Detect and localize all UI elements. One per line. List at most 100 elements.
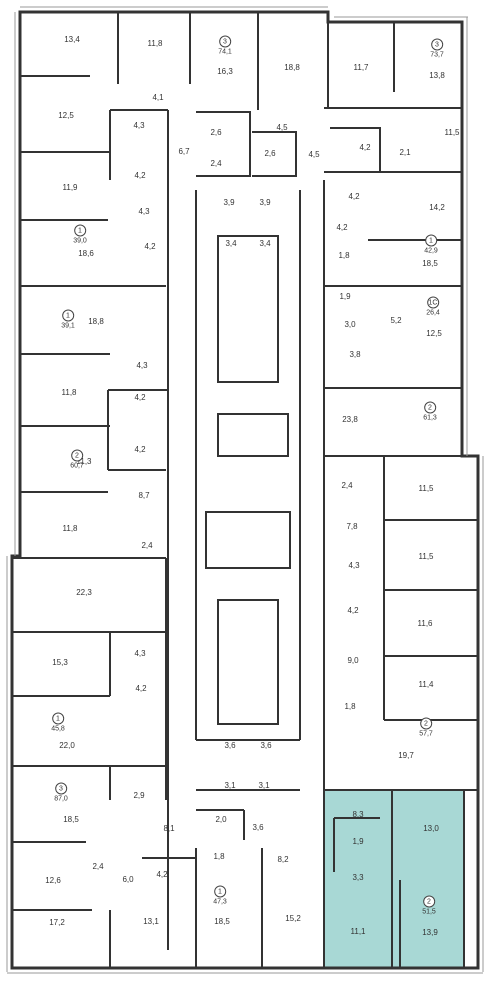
room-area-label: 22,0 <box>59 741 75 750</box>
room-area-label: 11,5 <box>418 484 434 493</box>
apartment-total-area: 39,1 <box>61 322 75 330</box>
room-area-label: 4,5 <box>308 150 320 159</box>
apartment-rooms-badge: 2 <box>71 449 83 462</box>
apartment-total-area: 57,7 <box>419 730 433 738</box>
room-area-label: 11,1 <box>350 927 366 936</box>
apartment-rooms-badge: 1 <box>214 885 226 898</box>
room-area-label: 18,5 <box>422 259 438 268</box>
room-area-label: 4,2 <box>347 606 359 615</box>
room-area-label: 1,9 <box>339 292 351 301</box>
apartment-rooms-badge: 3 <box>219 35 231 48</box>
room-area-label: 8,2 <box>277 855 289 864</box>
room-area-label: 1,8 <box>213 852 225 861</box>
room-area-label: 2,6 <box>264 149 276 158</box>
room-area-label: 4,3 <box>138 207 150 216</box>
apartment-total-area: 87,0 <box>54 795 68 803</box>
apartment-rooms-badge: 2 <box>424 401 436 414</box>
room-area-label: 5,2 <box>390 316 402 325</box>
room-area-label: 8,3 <box>352 810 364 819</box>
room-area-label: 16,3 <box>217 67 233 76</box>
apartment-rooms-badge: 1 <box>52 712 64 725</box>
room-area-label: 4,2 <box>135 684 147 693</box>
room-area-label: 7,8 <box>346 522 358 531</box>
room-area-label: 3,9 <box>223 198 235 207</box>
room-area-label: 4,2 <box>134 445 146 454</box>
room-area-label: 13,0 <box>423 824 439 833</box>
interior-walls <box>12 12 478 968</box>
room-area-label: 3,4 <box>225 239 237 248</box>
room-area-label: 9,0 <box>347 656 359 665</box>
room-area-label: 4,2 <box>134 171 146 180</box>
room-area-label: 19,7 <box>398 751 414 760</box>
room-area-label: 23,8 <box>342 415 358 424</box>
apartment-rooms-badge: 2 <box>420 717 432 730</box>
room-area-label: 3,6 <box>252 823 264 832</box>
room-area-label: 1,8 <box>338 251 350 260</box>
room-area-label: 1,9 <box>352 837 364 846</box>
room-area-label: 4,5 <box>276 123 288 132</box>
apartment-total-area: 73,7 <box>430 51 444 59</box>
apartment-total-area: 42,9 <box>424 247 438 255</box>
room-area-label: 12,5 <box>426 329 442 338</box>
room-area-label: 3,1 <box>224 781 236 790</box>
apartment-rooms-badge: 1С <box>427 296 439 309</box>
apartment-total-area: 60,7 <box>70 462 84 470</box>
room-area-label: 3,4 <box>259 239 271 248</box>
room-area-label: 3,1 <box>258 781 270 790</box>
room-area-label: 2,4 <box>341 481 353 490</box>
room-area-label: 13,8 <box>429 71 445 80</box>
room-area-label: 11,8 <box>62 524 78 533</box>
room-area-label: 13,9 <box>422 928 438 937</box>
room-area-label: 18,8 <box>88 317 104 326</box>
room-area-label: 11,9 <box>62 183 78 192</box>
room-area-label: 8,7 <box>138 491 150 500</box>
room-area-label: 15,2 <box>285 914 301 923</box>
apartment-total-area: 39,0 <box>73 237 87 245</box>
room-area-label: 18,8 <box>284 63 300 72</box>
apartment-rooms-badge: 1 <box>74 224 86 237</box>
room-area-label: 14,2 <box>429 203 445 212</box>
room-area-label: 4,3 <box>136 361 148 370</box>
apartment-rooms-badge: 3 <box>55 782 67 795</box>
room-area-label: 3,6 <box>224 741 236 750</box>
highlighted-apartment[interactable] <box>323 789 465 969</box>
apartment-rooms-badge: 1 <box>425 234 437 247</box>
room-area-label: 13,4 <box>64 35 80 44</box>
room-area-label: 12,5 <box>58 111 74 120</box>
room-area-label: 4,3 <box>133 121 145 130</box>
room-area-label: 18,5 <box>63 815 79 824</box>
room-area-label: 4,3 <box>134 649 146 658</box>
apartment-total-area: 26,4 <box>426 309 440 317</box>
room-area-label: 11,5 <box>418 552 434 561</box>
room-area-label: 4,2 <box>156 870 168 879</box>
apartment-rooms-badge: 3 <box>431 38 443 51</box>
room-area-label: 4,2 <box>348 192 360 201</box>
room-area-label: 11,6 <box>417 619 433 628</box>
apartment-total-area: 45,8 <box>51 725 65 733</box>
room-area-label: 2,6 <box>210 128 222 137</box>
room-area-label: 4,1 <box>152 93 164 102</box>
apartment-total-area: 61,3 <box>423 414 437 422</box>
room-area-label: 11,8 <box>61 388 77 397</box>
room-area-label: 3,0 <box>344 320 356 329</box>
room-area-label: 4,2 <box>134 393 146 402</box>
room-area-label: 3,8 <box>349 350 361 359</box>
room-area-label: 13,1 <box>143 917 159 926</box>
room-area-label: 22,3 <box>76 588 92 597</box>
room-area-label: 17,2 <box>49 918 65 927</box>
